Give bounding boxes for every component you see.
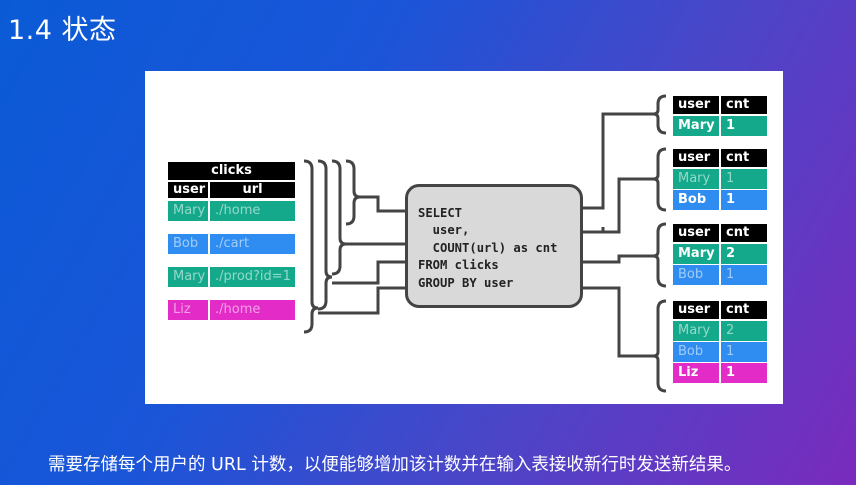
result-1-row-1-user: Mary — [673, 116, 719, 136]
row-2-user: Bob — [168, 234, 208, 254]
sql-line-4: FROM clicks — [418, 258, 499, 273]
input-brace-1 — [345, 159, 361, 226]
column-header-cnt: cnt — [721, 224, 767, 242]
sql-line-2: user, — [418, 223, 470, 238]
column-header-user: user — [673, 224, 719, 242]
result-2-row-2-cnt: 1 — [721, 190, 767, 210]
column-header-cnt: cnt — [721, 301, 767, 319]
column-header-url: url — [210, 182, 295, 198]
result-2-row-1-cnt: 1 — [721, 169, 767, 189]
result-3-row-2-user: Bob — [673, 265, 719, 285]
input-brace-4 — [303, 159, 319, 334]
output-brace-2 — [652, 147, 667, 212]
output-brace-3 — [652, 222, 667, 288]
sql-query: SELECT user, COUNT(url) as cnt FROM clic… — [418, 205, 557, 292]
result-4-row-2-user: Bob — [673, 342, 719, 362]
table-title: clicks — [168, 162, 295, 180]
result-3-row-2-cnt: 1 — [721, 265, 767, 285]
row-4-url: ./home — [210, 300, 295, 320]
row-1-url: ./home — [210, 201, 295, 221]
result-4-row-1-user: Mary — [673, 321, 719, 341]
slide-title: 1.4 状态 — [8, 15, 117, 46]
column-header-user: user — [673, 149, 719, 167]
slide-caption: 需要存储每个用户的 URL 计数，以便能够增加该计数并在输入表接收新行时发送新结… — [48, 455, 742, 475]
column-header-cnt: cnt — [721, 96, 767, 114]
result-3-row-1-user: Mary — [673, 244, 719, 264]
output-brace-1 — [652, 94, 667, 135]
row-1-user: Mary — [168, 201, 208, 221]
result-2-row-1-user: Mary — [673, 169, 719, 189]
sql-line-5: GROUP BY user — [418, 275, 514, 290]
sql-line-1: SELECT — [418, 206, 463, 220]
result-4-row-1-cnt: 2 — [721, 321, 767, 341]
row-4-user: Liz — [168, 300, 208, 320]
column-header-cnt: cnt — [721, 149, 767, 167]
row-3-url: ./prod?id=1 — [210, 267, 295, 287]
row-2-url: ./cart — [210, 234, 295, 254]
row-3-user: Mary — [168, 267, 208, 287]
sql-line-3: COUNT(url) as cnt — [418, 240, 558, 255]
input-brace-2 — [331, 159, 347, 276]
input-brace-3 — [317, 159, 333, 311]
sql-query-box: SELECT user, COUNT(url) as cnt FROM clic… — [405, 184, 583, 308]
output-brace-4 — [652, 299, 667, 393]
result-4-row-3-user: Liz — [673, 363, 719, 383]
column-header-user: user — [673, 96, 719, 114]
column-header-user: user — [168, 182, 208, 198]
result-4-row-3-cnt: 1 — [721, 363, 767, 383]
result-2-row-2-user: Bob — [673, 190, 719, 210]
result-1-row-1-cnt: 1 — [721, 116, 767, 136]
result-3-row-1-cnt: 2 — [721, 244, 767, 264]
result-4-row-2-cnt: 1 — [721, 342, 767, 362]
column-header-user: user — [673, 301, 719, 319]
